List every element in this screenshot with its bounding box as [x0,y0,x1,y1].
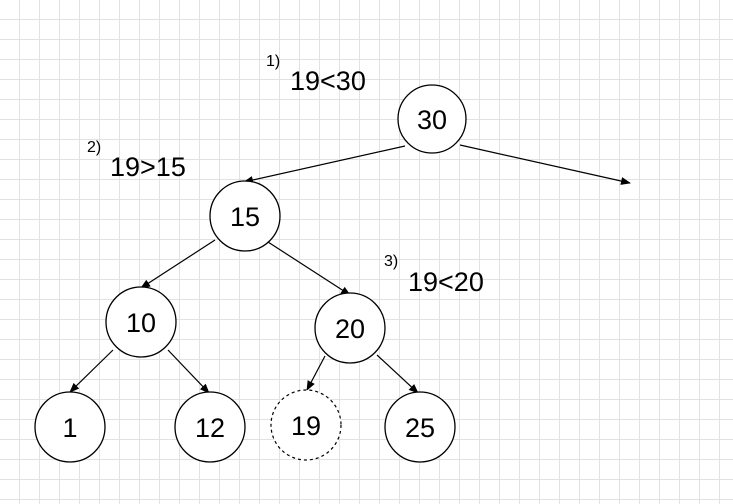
node-20: 20 [314,292,386,364]
node-25: 25 [384,391,456,463]
edges [69,144,631,394]
edge-10-12 [167,349,210,394]
step-comparison: 19<30 [290,66,366,96]
edge-20-19 [306,355,326,391]
step-comparison: 19<20 [408,267,484,297]
node-10: 10 [105,286,177,358]
node-12: 12 [174,391,246,463]
edge-20-25 [376,354,419,394]
node-label: 1 [62,413,77,443]
node-label: 10 [126,308,156,338]
node-19-dashed: 19 [270,389,342,461]
step-number: 2) [87,139,101,156]
node-label: 15 [230,202,260,232]
node-label: 20 [335,314,365,344]
node-15: 15 [209,180,281,252]
step-comparison: 19>15 [110,152,186,182]
step-number: 3) [384,253,398,270]
node-label: 30 [417,105,447,135]
edge-15-10 [140,239,216,289]
edge-15-20 [267,241,351,296]
step-3-annotation: 3) 19<20 [384,253,484,297]
node-label: 12 [195,413,225,443]
edge-10-1 [69,349,114,393]
step-1-annotation: 1) 19<30 [266,53,366,96]
edge-30-right [459,144,631,185]
node-30: 30 [397,84,467,154]
step-number: 1) [266,53,280,70]
node-1: 1 [34,391,106,463]
node-label: 25 [405,413,435,443]
edge-30-15 [243,145,406,184]
step-2-annotation: 2) 19>15 [87,139,186,182]
node-label: 19 [291,411,321,441]
